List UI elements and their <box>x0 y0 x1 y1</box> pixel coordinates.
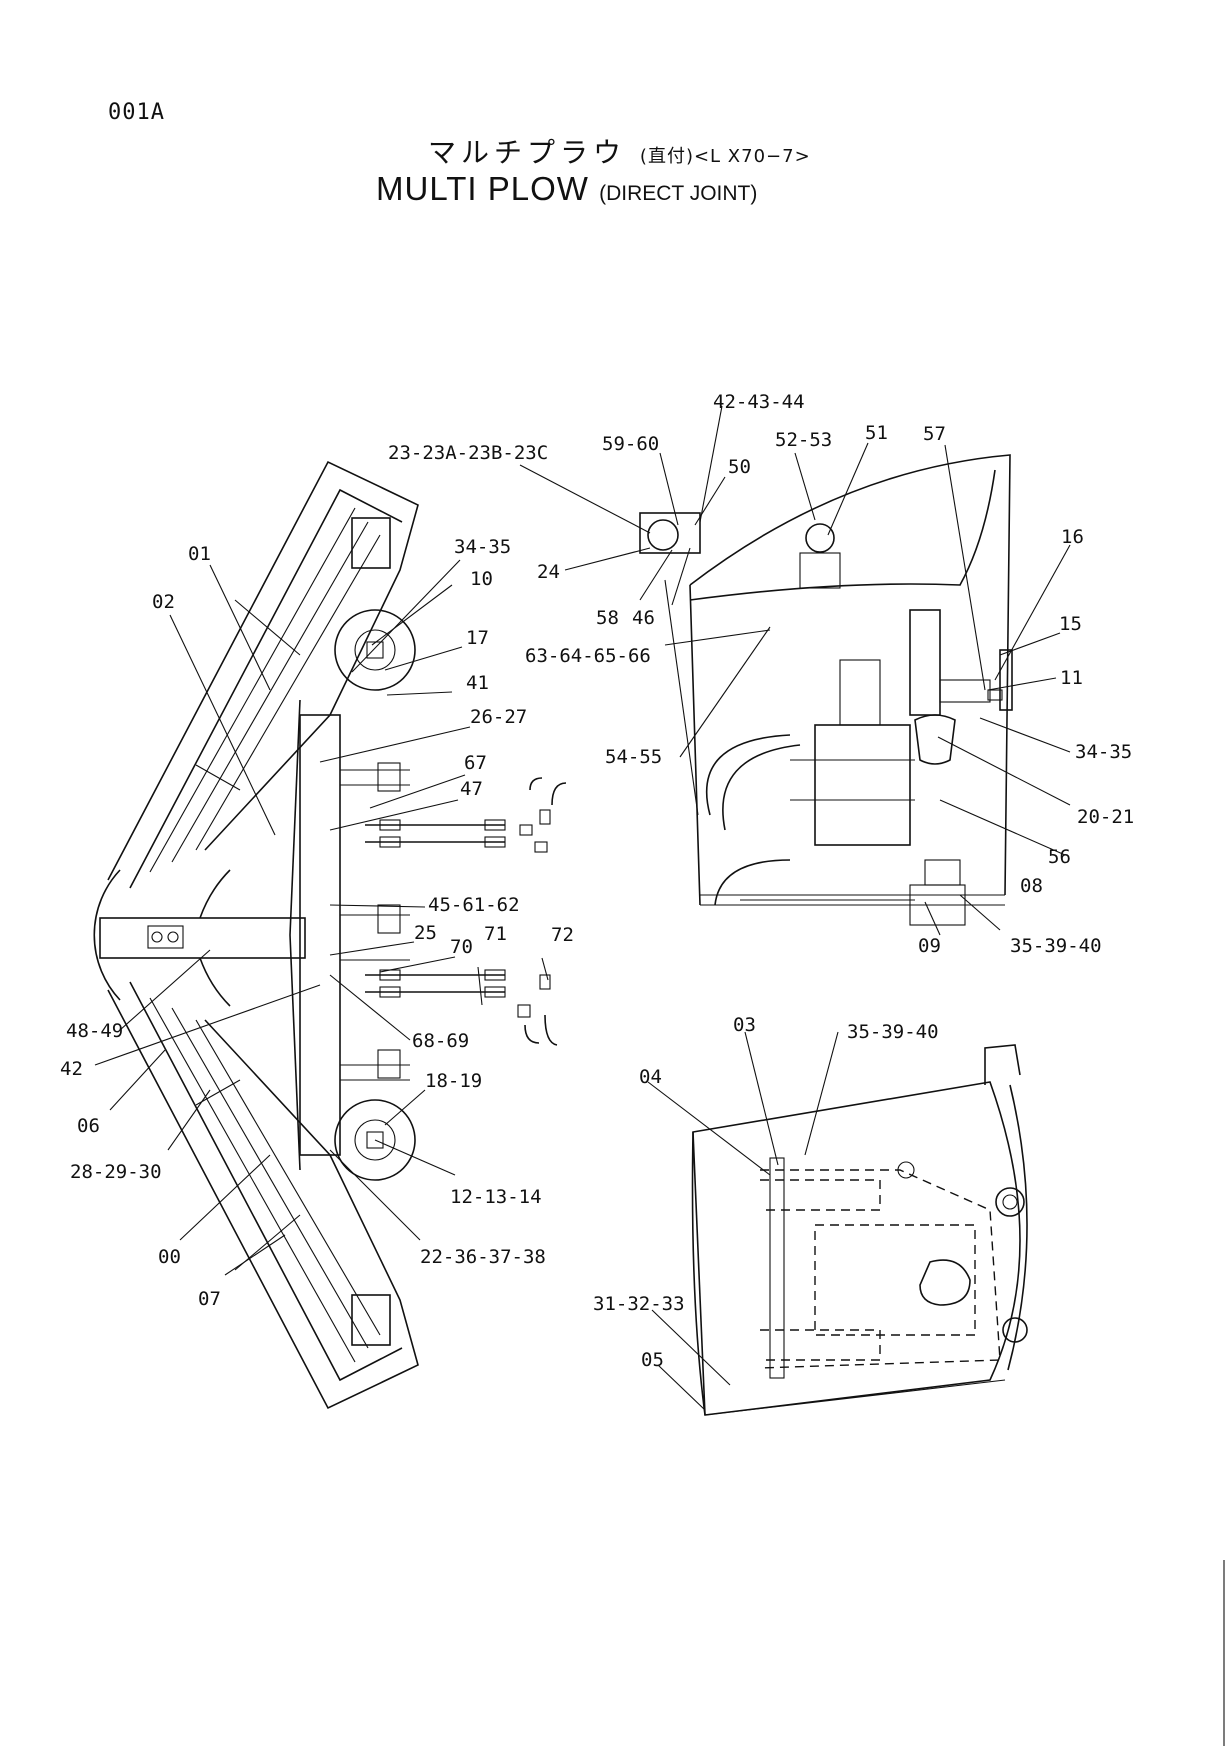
callout-label: 07 <box>198 1288 221 1310</box>
callout-label: 24 <box>537 561 560 583</box>
callout-label: 70 <box>450 936 473 958</box>
callout-label: 15 <box>1059 613 1082 635</box>
callout-label: 72 <box>551 924 574 946</box>
cylinder-block <box>814 724 911 846</box>
pin-boss <box>805 523 835 553</box>
upper-end-box <box>351 517 391 569</box>
callout-label: 28-29-30 <box>70 1161 162 1183</box>
left-view-plow <box>93 460 567 1410</box>
callout-label: 23-23A-23B-23C <box>388 442 548 464</box>
callout-label: 00 <box>158 1246 181 1268</box>
callout-label: 16 <box>1061 526 1084 548</box>
callout-label: 22-36-37-38 <box>420 1246 546 1268</box>
callout-label: 48-49 <box>66 1020 123 1042</box>
lower-wheel <box>334 1099 416 1181</box>
hose-set-upper <box>365 777 567 853</box>
callout-label: 01 <box>188 543 211 565</box>
lower-end-box <box>351 1294 391 1346</box>
callout-label: 35-39-40 <box>1010 935 1102 957</box>
callout-labels: 01 02 34-35 10 17 41 26-27 67 47 45-61-6… <box>60 391 1134 1371</box>
upper-wheel <box>334 609 416 691</box>
callout-label: 02 <box>152 591 175 613</box>
callout-label: 63-64-65-66 <box>525 645 651 667</box>
rear-moldboard-outline <box>691 1081 1021 1416</box>
callout-label: 59-60 <box>602 433 659 455</box>
callout-label: 34-35 <box>454 536 511 558</box>
page-id: 001A <box>108 100 165 125</box>
callout-label: 50 <box>728 456 751 478</box>
title-japanese: マルチプラウ (直付)<L X70−7> <box>428 131 811 171</box>
callout-label: 47 <box>460 778 483 800</box>
callout-label: 51 <box>865 422 888 444</box>
callout-label: 09 <box>918 935 941 957</box>
upper-wing-outline <box>107 460 419 881</box>
callout-label: 11 <box>1060 667 1083 689</box>
callout-label: 41 <box>466 672 489 694</box>
callout-label: 68-69 <box>412 1030 469 1052</box>
callout-label: 12-13-14 <box>450 1186 542 1208</box>
callout-label: 31-32-33 <box>593 1293 685 1315</box>
callout-label: 05 <box>641 1349 664 1371</box>
callout-label: 45-61-62 <box>428 894 520 916</box>
callout-label: 56 <box>1048 846 1071 868</box>
moldboard-top-edge <box>689 454 1011 896</box>
callout-label: 03 <box>733 1014 756 1036</box>
callout-label: 52-53 <box>775 429 832 451</box>
top-right-view <box>639 454 1013 926</box>
hose-set-lower <box>365 969 558 1046</box>
callout-label: 20-21 <box>1077 806 1134 828</box>
callout-label: 34-35 <box>1075 741 1132 763</box>
title-jp-paren: (直付) <box>639 146 694 167</box>
callout-label: 54-55 <box>605 746 662 768</box>
callout-label: 10 <box>470 568 493 590</box>
callout-label: 08 <box>1020 875 1043 897</box>
callout-label: 42-43-44 <box>713 391 805 413</box>
center-frame <box>99 917 306 959</box>
upper-wing-inner-edge <box>129 488 403 889</box>
callout-label: 06 <box>77 1115 100 1137</box>
callout-label: 18-19 <box>425 1070 482 1092</box>
title-en-main: MULTI PLOW <box>376 170 589 207</box>
title-en-paren: (DIRECT JOINT) <box>599 182 758 205</box>
lower-wing-outline <box>107 989 419 1410</box>
callout-label: 67 <box>464 752 487 774</box>
callout-label: 17 <box>466 627 489 649</box>
bottom-right-view <box>691 1044 1028 1416</box>
callout-label: 42 <box>60 1058 83 1080</box>
callout-label: 46 <box>632 607 655 629</box>
callout-label: 25 <box>414 922 437 944</box>
callout-label: 26-27 <box>470 706 527 728</box>
callout-label: 04 <box>639 1066 662 1088</box>
callout-label: 35-39-40 <box>847 1021 939 1043</box>
pivot-post <box>299 714 341 1156</box>
title-jp-model: <L X70−7> <box>693 146 811 167</box>
nose-arc <box>93 869 121 1001</box>
lower-wing-inner-edge <box>129 981 403 1382</box>
callout-label: 71 <box>484 923 507 945</box>
title-english: MULTI PLOW (DIRECT JOINT) <box>376 170 757 208</box>
title-jp-main: マルチプラウ <box>428 136 627 169</box>
callout-label: 58 <box>596 607 619 629</box>
callout-label: 57 <box>923 423 946 445</box>
leader-lines <box>94 405 1071 1411</box>
